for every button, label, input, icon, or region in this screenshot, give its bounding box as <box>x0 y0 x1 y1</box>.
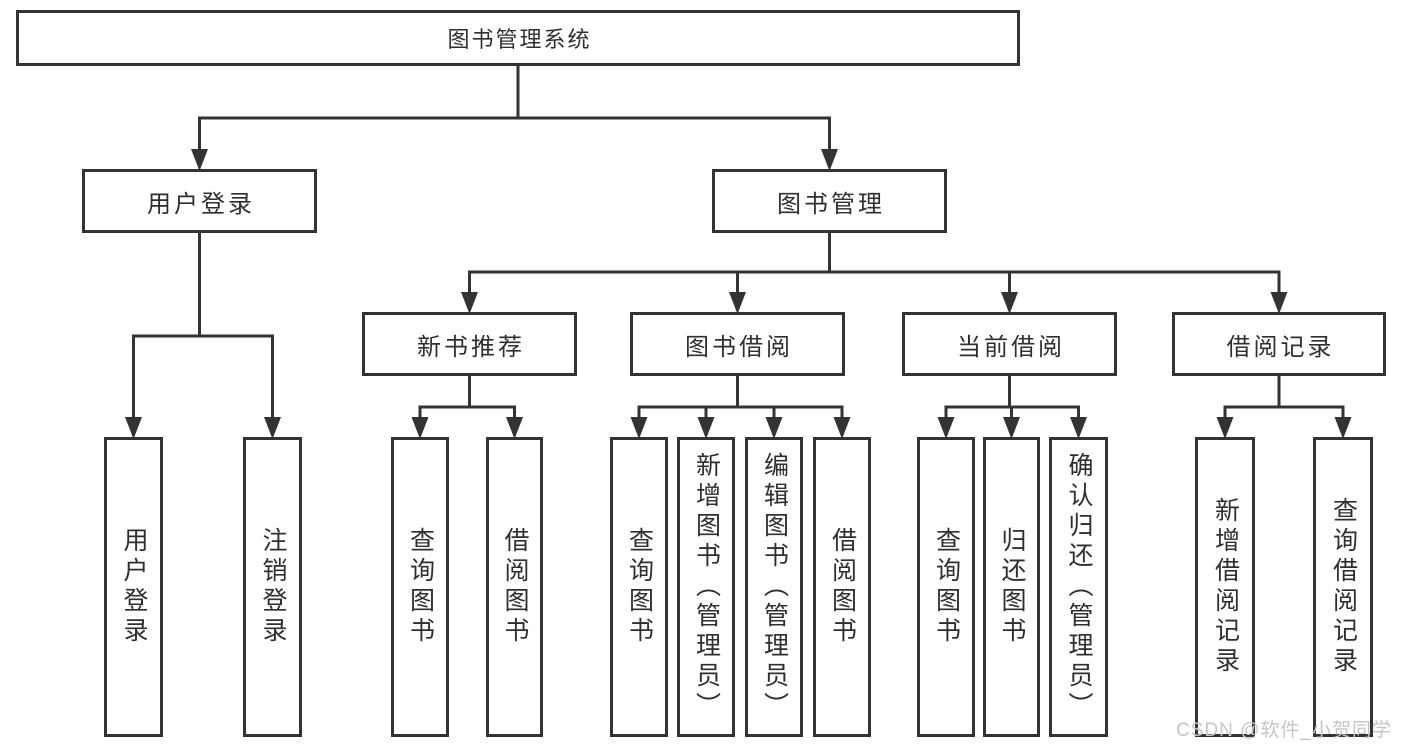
node-leaf-borrow-books-1: 借阅图书 <box>486 437 543 737</box>
arrowhead-icon <box>765 417 783 439</box>
node-leaf-query-borrow-record: 查询借阅记录 <box>1313 437 1373 737</box>
node-label: 用户登录 <box>120 527 148 647</box>
node-new-book-recommend: 新书推荐 <box>362 312 577 376</box>
node-leaf-query-books-3: 查询图书 <box>917 437 975 737</box>
arrowhead-icon <box>729 292 746 314</box>
node-label: 新增图书（管理员） <box>692 452 721 722</box>
arrowhead-icon <box>461 292 478 314</box>
node-label: 编辑图书（管理员） <box>760 452 789 722</box>
node-book-management: 图书管理 <box>712 169 947 233</box>
arrowhead-icon <box>630 417 648 439</box>
node-label: 图书管理系统 <box>447 27 592 52</box>
node-label: 用户登录 <box>147 190 255 218</box>
arrowhead-icon <box>1003 417 1020 439</box>
node-label: 新书推荐 <box>417 333 525 361</box>
node-label: 借阅图书 <box>828 527 857 647</box>
node-user-login: 用户登录 <box>82 169 317 233</box>
watermark: CSDN @软件_小贺同学 <box>1176 720 1392 741</box>
arrowhead-icon <box>821 149 838 171</box>
node-label: 查询图书 <box>406 527 435 647</box>
node-leaf-user-login: 用户登录 <box>104 437 163 737</box>
node-label: 图书借阅 <box>685 333 793 361</box>
node-leaf-edit-books: 编辑图书（管理员） <box>745 437 803 737</box>
arrowhead-icon <box>937 417 955 439</box>
node-root: 图书管理系统 <box>16 10 1020 66</box>
arrowhead-icon <box>1334 417 1352 439</box>
node-borrowing-records: 借阅记录 <box>1172 312 1386 376</box>
arrowhead-icon <box>506 417 523 439</box>
node-label: 查询图书 <box>625 527 654 647</box>
node-book-borrowing: 图书借阅 <box>630 312 845 376</box>
arrowhead-icon <box>1070 417 1087 439</box>
arrowhead-icon <box>125 417 142 439</box>
arrowhead-icon <box>191 149 208 171</box>
node-leaf-query-books-2: 查询图书 <box>610 437 668 737</box>
arrowhead-icon <box>264 417 281 439</box>
node-leaf-add-borrow-record: 新增借阅记录 <box>1195 437 1255 737</box>
node-leaf-borrow-books-2: 借阅图书 <box>813 437 871 737</box>
arrowhead-icon <box>697 417 715 439</box>
node-label: 当前借阅 <box>957 333 1065 361</box>
node-leaf-add-books: 新增图书（管理员） <box>677 437 735 737</box>
node-current-borrowing: 当前借阅 <box>902 312 1117 376</box>
node-label: 新增借阅记录 <box>1211 497 1240 677</box>
node-label: 确认归还（管理员） <box>1065 452 1093 722</box>
node-label: 查询图书 <box>932 527 961 647</box>
arrowhead-icon <box>1001 292 1018 314</box>
arrowhead-icon <box>1216 417 1234 439</box>
node-label: 查询借阅记录 <box>1329 497 1358 677</box>
arrowhead-icon <box>411 417 429 439</box>
node-leaf-confirm-return: 确认归还（管理员） <box>1049 437 1108 737</box>
node-label: 借阅图书 <box>501 527 529 647</box>
node-label: 注销登录 <box>259 527 287 647</box>
node-leaf-return-books: 归还图书 <box>983 437 1040 737</box>
node-label: 归还图书 <box>998 527 1026 647</box>
arrowhead-icon <box>833 417 851 439</box>
arrowhead-icon <box>1270 292 1288 314</box>
node-leaf-logout: 注销登录 <box>243 437 302 737</box>
node-label: 图书管理 <box>777 190 885 218</box>
node-leaf-query-books-1: 查询图书 <box>391 437 449 737</box>
node-label: 借阅记录 <box>1226 333 1335 361</box>
